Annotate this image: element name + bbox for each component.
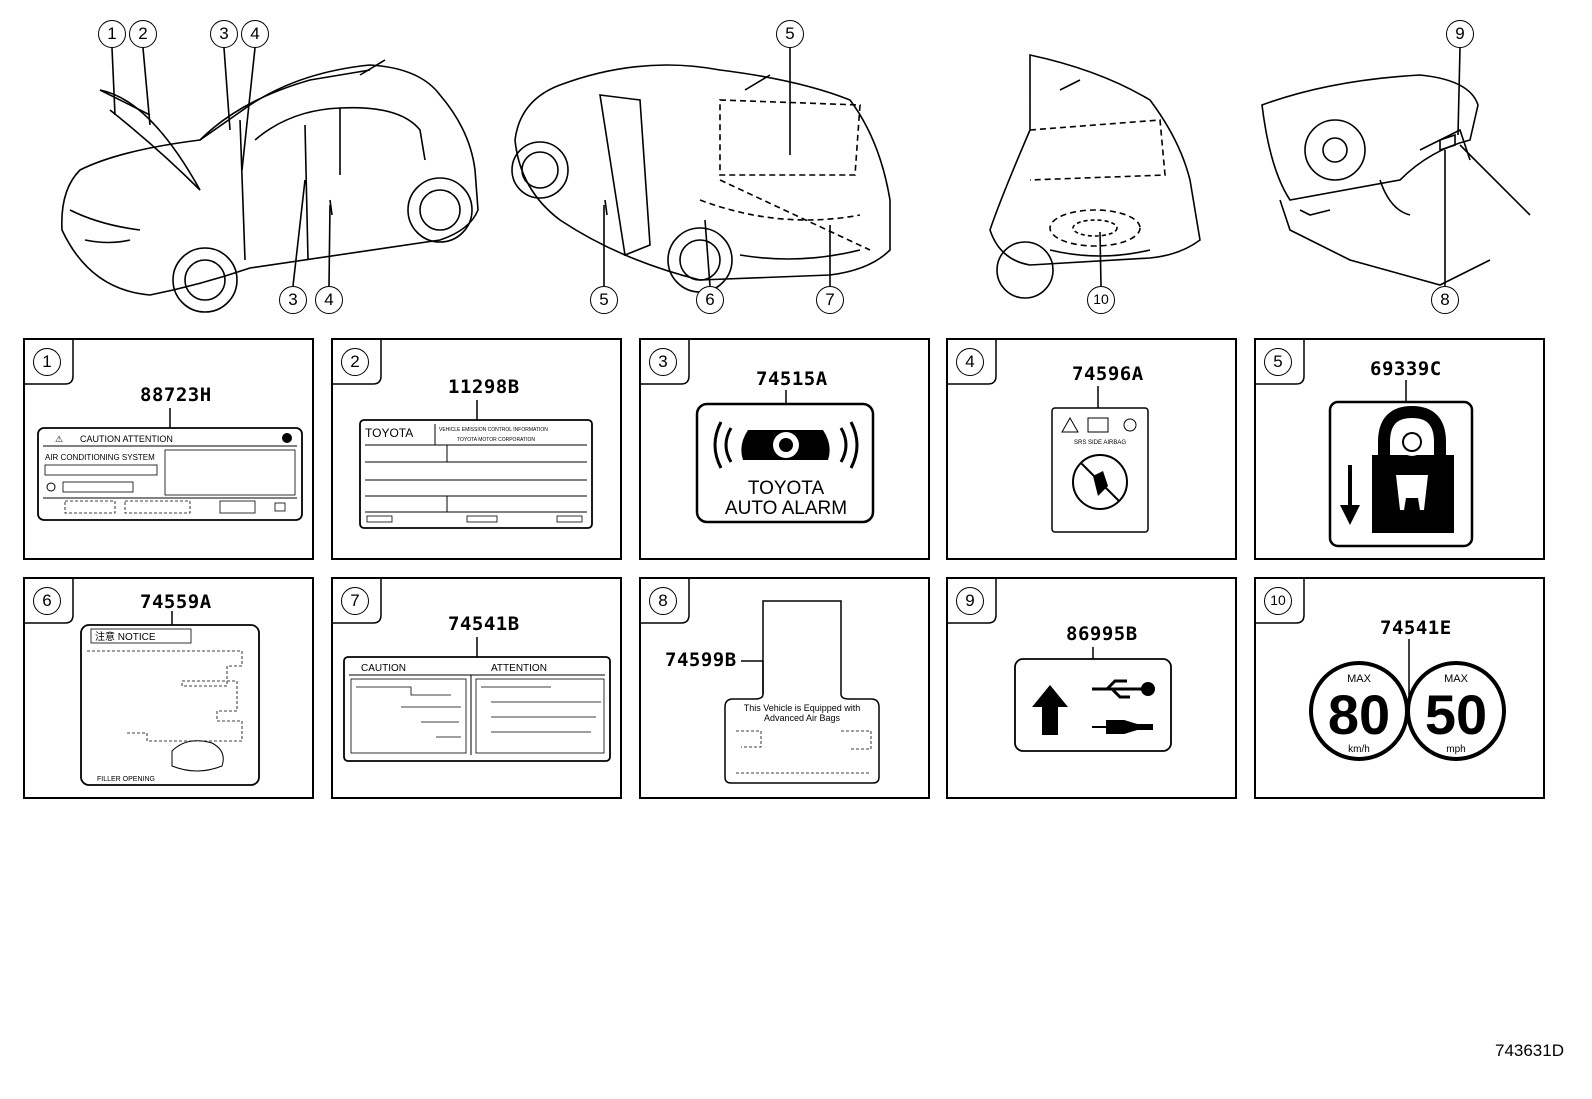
- callout-4-lower: 4: [315, 286, 343, 314]
- panel-9: 9 86995B: [946, 577, 1237, 799]
- panel-number: 8: [649, 587, 677, 615]
- panel-2: 2 11298B TOYOTA VEHICLE EMISSION CONTROL…: [331, 338, 622, 560]
- label-auto-alarm: TOYOTA AUTO ALARM: [695, 390, 875, 524]
- label-unit-mph: mph: [1446, 744, 1465, 755]
- callout-5-lower: 5: [590, 286, 618, 314]
- label-filler-text: FILLER OPENING: [97, 776, 155, 783]
- panel-6: 6 74559A 注意 NOTICE FILLER OPENING: [23, 577, 314, 799]
- label-ac-caution: ⚠ CAUTION ATTENTION AIR CONDITIONING SYS…: [37, 408, 303, 521]
- label-max-speed: MAX 80 km/h MAX 50 mph: [1309, 639, 1506, 761]
- label-child-lock: [1328, 380, 1474, 548]
- callout-3-lower: 3: [279, 286, 307, 314]
- callout-7: 7: [816, 286, 844, 314]
- panel-number: 6: [33, 587, 61, 615]
- callout-6: 6: [696, 286, 724, 314]
- label-maker: TOYOTA MOTOR CORPORATION: [457, 437, 535, 443]
- label-emission-info: TOYOTA VEHICLE EMISSION CONTROL INFORMAT…: [359, 400, 593, 529]
- svg-text:⚠: ⚠: [55, 434, 63, 444]
- panel-number-tab: [25, 579, 74, 624]
- panel-number: 5: [1264, 348, 1292, 376]
- panel-3: 3 74515A TOYOTA AUTO ALARM: [639, 338, 930, 560]
- label-brand: TOYOTA: [365, 426, 413, 440]
- part-number: 69339C: [1370, 358, 1442, 380]
- label-max-mph: MAX: [1444, 673, 1469, 685]
- panel-number: 4: [956, 348, 984, 376]
- label-caution-attention: CAUTION ATTENTION: [343, 637, 611, 762]
- label-brand: TOYOTA: [748, 478, 825, 499]
- panel-7: 7 74541B CAUTION ATTENTION: [331, 577, 622, 799]
- panel-number-tab: [641, 579, 690, 624]
- part-number: 88723H: [140, 384, 212, 406]
- label-usb-aux: [1014, 647, 1172, 752]
- panel-number: 1: [33, 348, 61, 376]
- callout-3: 3: [210, 20, 238, 48]
- car-front-view: [61, 59, 479, 313]
- panel-1: 1 88723H ⚠ CAUTION ATTENTION AIR CONDITI…: [23, 338, 314, 560]
- car-spare-tire-view: [989, 54, 1201, 299]
- label-caution-text: CAUTION: [361, 663, 406, 674]
- panel-8: 8 74599B This Vehicle is Equipped with A…: [639, 577, 930, 799]
- panel-5: 5 69339C: [1254, 338, 1545, 560]
- label-subheading: AIR CONDITIONING SYSTEM: [45, 453, 155, 462]
- panel-number-tab: [333, 579, 382, 624]
- label-equipped-text: This Vehicle is Equipped with: [744, 703, 861, 713]
- panel-number: 10: [1264, 587, 1292, 615]
- panel-number-tab: [948, 340, 997, 385]
- label-filler-notice: 注意 NOTICE FILLER OPENING: [80, 611, 260, 786]
- car-rear-view: [511, 64, 891, 293]
- part-number: 74559A: [140, 591, 212, 613]
- part-number: 74541E: [1380, 617, 1452, 639]
- label-advanced-airbags: This Vehicle is Equipped with Advanced A…: [724, 600, 880, 784]
- callout-5: 5: [776, 20, 804, 48]
- panel-10: 10 74541E MAX 80 km/h MAX 50 mph: [1254, 577, 1545, 799]
- panel-number-tab: [1256, 579, 1305, 624]
- part-number: 86995B: [1066, 623, 1138, 645]
- panel-number: 2: [341, 348, 369, 376]
- callout-2: 2: [129, 20, 157, 48]
- callout-9: 9: [1446, 20, 1474, 48]
- panel-number-tab: [25, 340, 74, 385]
- label-attention-text: ATTENTION: [491, 663, 547, 674]
- panel-number: 3: [649, 348, 677, 376]
- part-number: 74599B: [665, 649, 737, 671]
- label-title: VEHICLE EMISSION CONTROL INFORMATION: [439, 427, 548, 433]
- panel-number-tab: [333, 340, 382, 385]
- car-interior-view: [1261, 74, 1531, 286]
- label-unit-kmh: km/h: [1348, 744, 1370, 755]
- panel-number-tab: [948, 579, 997, 624]
- part-number: 74596A: [1072, 363, 1144, 385]
- diagram-reference-number: 743631D: [1494, 1041, 1564, 1060]
- part-number: 74515A: [756, 368, 828, 390]
- panel-4: 4 74596A SRS SIDE AIRBAG: [946, 338, 1237, 560]
- label-srs-text: SRS SIDE AIRBAG: [1074, 440, 1126, 446]
- label-auto-alarm-text: AUTO ALARM: [725, 498, 847, 519]
- panel-number: 7: [341, 587, 369, 615]
- panel-number-tab: [1256, 340, 1305, 385]
- vehicle-illustrations: [61, 47, 1531, 313]
- callout-4: 4: [241, 20, 269, 48]
- label-speed-kmh: 80: [1328, 683, 1390, 746]
- label-srs-airbag: SRS SIDE AIRBAG: [1051, 386, 1149, 533]
- callout-1: 1: [98, 20, 126, 48]
- panel-number: 9: [956, 587, 984, 615]
- callout-10: 10: [1087, 286, 1115, 314]
- label-airbags-text: Advanced Air Bags: [764, 713, 841, 723]
- label-notice-heading: 注意 NOTICE: [95, 630, 156, 643]
- label-max-kmh: MAX: [1347, 673, 1372, 685]
- label-heading: CAUTION ATTENTION: [80, 434, 173, 444]
- part-number: 74541B: [448, 613, 520, 635]
- part-number: 11298B: [448, 376, 520, 398]
- label-speed-mph: 50: [1425, 683, 1487, 746]
- panel-number-tab: [641, 340, 690, 385]
- callout-8: 8: [1431, 286, 1459, 314]
